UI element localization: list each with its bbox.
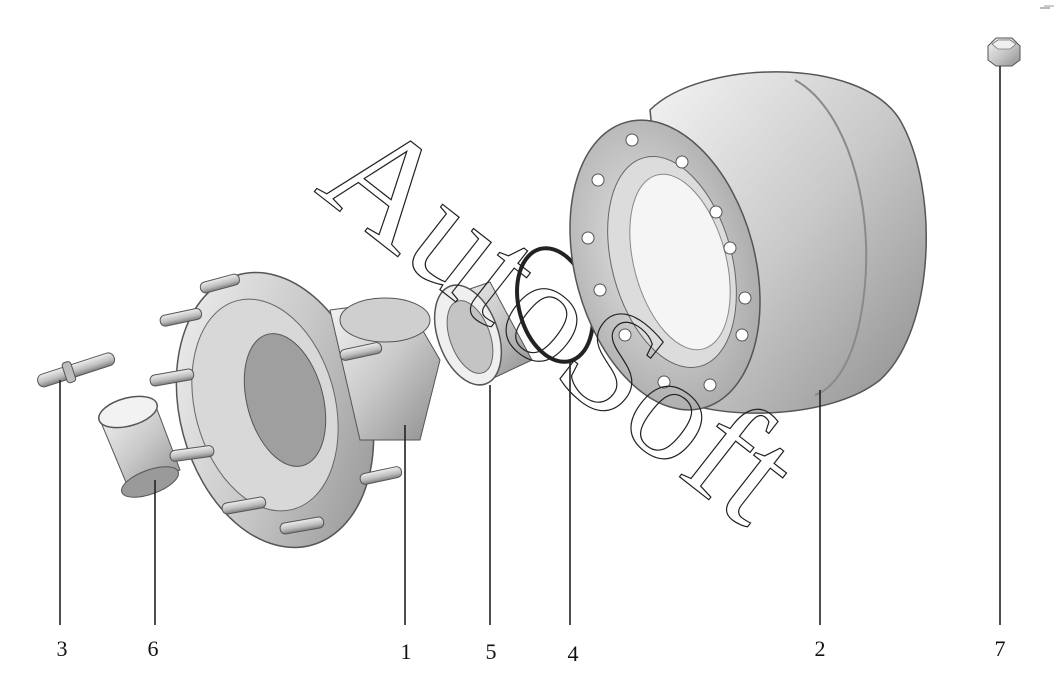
callout-labels: 3 6 1 5 4 2 7	[57, 636, 1006, 666]
nut-part	[987, 37, 1021, 67]
callout-4: 4	[568, 641, 579, 666]
callout-3: 3	[57, 636, 68, 661]
callout-2: 2	[815, 636, 826, 661]
corner-mark	[1040, 5, 1054, 9]
wheel-hub-part	[149, 271, 441, 549]
stud-part	[37, 352, 116, 388]
callout-6: 6	[148, 636, 159, 661]
inner-bearing-ring-part	[433, 281, 533, 386]
callout-7: 7	[995, 636, 1006, 661]
leader-lines	[59, 66, 1001, 625]
callout-1: 1	[401, 639, 412, 664]
outer-bearing-ring-part	[98, 395, 181, 498]
brake-drum-part	[569, 71, 927, 414]
callout-5: 5	[486, 639, 497, 664]
